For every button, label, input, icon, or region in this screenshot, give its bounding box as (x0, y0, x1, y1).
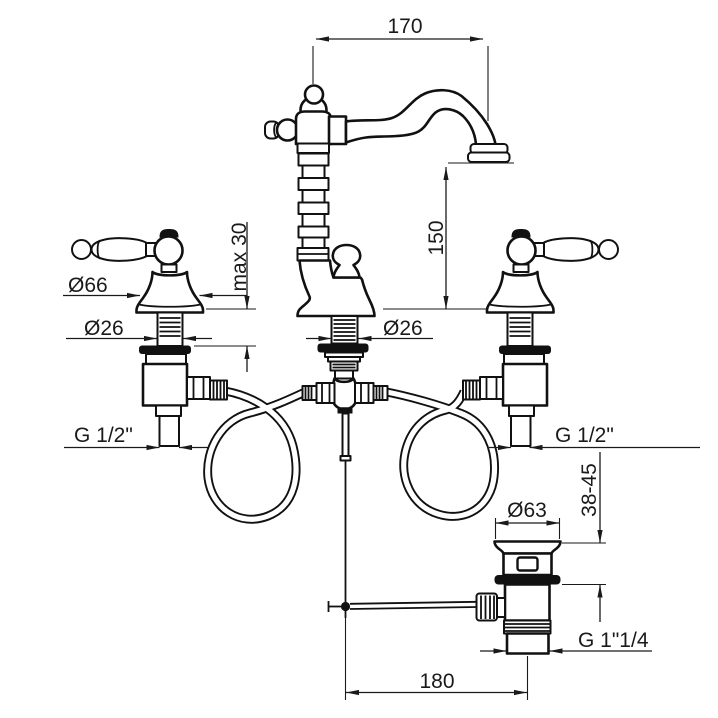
handle-pivot-ball (153, 235, 184, 266)
dim-waste-offset: 180 (344, 618, 529, 700)
swan-neck-spout (344, 88, 497, 146)
lift-rod-assembly (327, 412, 478, 618)
lever-socket (496, 597, 506, 618)
column-ring (296, 142, 330, 154)
dim-handle-shank-diameter: Ø26 (66, 317, 212, 342)
dim-label-180: 180 (419, 670, 454, 693)
dimension-annotations: 170 150 max 30 Ø66 (63, 15, 700, 700)
valve-body (141, 362, 189, 407)
dim-label-3845: 38-45 (578, 463, 601, 517)
dim-label-g114: G 1"1/4 (578, 629, 649, 652)
waste-overflow-slot (516, 556, 539, 572)
dim-inlet-thread-right: G 1/2" (489, 424, 700, 451)
dim-label-170: 170 (387, 15, 422, 38)
finial-ball-small (303, 84, 325, 105)
column-ring (297, 152, 330, 167)
right-valve-assembly (461, 227, 620, 448)
aerator-outlet (467, 151, 511, 163)
dim-label-o66: Ø66 (68, 274, 108, 297)
spout-head-body (294, 110, 333, 146)
supply-hose-right (383, 387, 500, 521)
pop-up-waste-assembly (475, 540, 562, 655)
waste-body-tube (503, 583, 551, 622)
handle-bell-base (135, 270, 205, 314)
handle-top-cap (159, 229, 179, 238)
rod-clamp-pivot (340, 601, 351, 612)
dim-deck-thickness: max 30 (194, 222, 256, 372)
tee-bottom-collar (337, 407, 353, 414)
column-ring (297, 177, 330, 191)
waste-flange (493, 540, 562, 555)
deck-washer-center (317, 343, 369, 353)
hose-coupling-nut (186, 376, 211, 400)
dim-label-g12-right: G 1/2" (555, 424, 614, 447)
handle-lever-barrel (90, 237, 147, 262)
dim-inlet-thread-left: G 1/2" (64, 424, 209, 451)
dim-handle-base-diameter: Ø66 (63, 274, 247, 299)
lift-rod-stop (339, 455, 352, 462)
shank-thread-collar (329, 360, 359, 372)
tee-nut-left (315, 382, 336, 404)
dim-waste-thread: G 1"1/4 (480, 629, 652, 654)
dim-label-max30: max 30 (228, 223, 251, 292)
dim-spout-height: 150 (383, 162, 514, 310)
dim-label-o63: Ø63 (507, 499, 547, 522)
dim-spout-shank-diameter: Ø26 (306, 317, 433, 342)
supply-hose-left (203, 386, 308, 524)
handle-end-knob (71, 239, 92, 260)
lift-rod-upper (341, 412, 350, 457)
tee-nut-right (354, 382, 375, 404)
dim-label-150: 150 (425, 220, 448, 255)
left-valve-assembly (71, 229, 228, 447)
waste-tailpipe (505, 632, 550, 655)
column-ring (297, 225, 330, 239)
dim-spout-reach: 170 (312, 15, 489, 121)
inlet-collar (155, 404, 182, 417)
dim-label-g12-left: G 1/2" (74, 424, 133, 447)
dim-label-o26-center: Ø26 (383, 317, 423, 340)
dim-waste-flange-diameter: Ø63 (494, 499, 561, 539)
tee-neck (334, 369, 354, 380)
mixing-tee-body (331, 377, 358, 410)
dim-label-o26-left: Ø26 (84, 317, 124, 340)
deck-washer (139, 345, 191, 354)
handle-stem (160, 263, 178, 273)
central-spout-assembly (264, 84, 511, 414)
spout-collar (327, 115, 348, 146)
dim-waste-deck-range: 38-45 (562, 452, 606, 622)
waste-seal-washer (494, 575, 561, 585)
waste-lever-rod (349, 600, 478, 605)
inlet-tail-g12 (158, 415, 180, 447)
pop-up-knob (331, 243, 362, 279)
locking-nut (145, 353, 187, 365)
column-ring (297, 201, 330, 215)
